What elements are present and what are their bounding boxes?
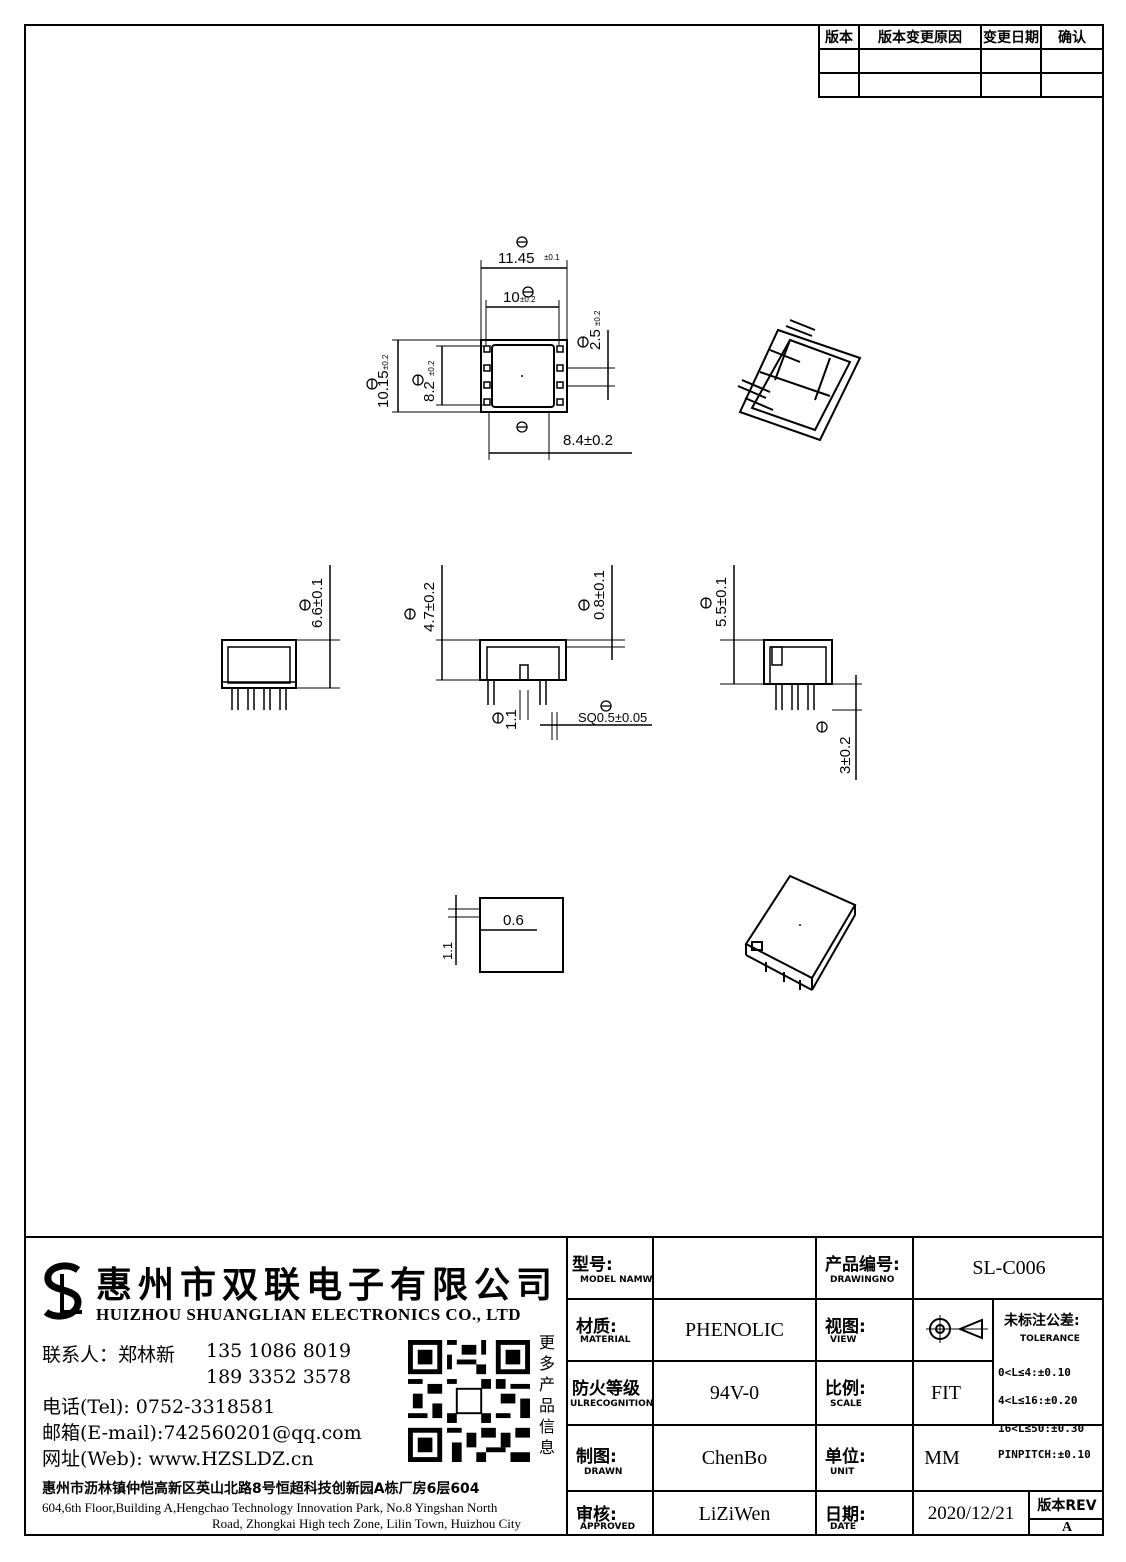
address-en-line2: Road, Zhongkai High tech Zone, Lilin Tow… — [212, 1516, 522, 1531]
tolerance-sub: TOLERANCE — [1020, 1334, 1080, 1344]
dim-11-45-tol: ±0.1 — [544, 253, 560, 262]
drawing-frame — [24, 24, 1104, 1536]
unit-value: MM — [924, 1446, 960, 1469]
scale-sub: SCALE — [830, 1399, 862, 1409]
dim-0-8: 0.8±0.1 — [591, 570, 608, 620]
dim-10: 10 — [503, 289, 520, 306]
dim-5-5: 5.5±0.1 — [713, 577, 730, 627]
dim-8-4: 8.4±0.2 — [563, 432, 613, 449]
unit-label: 单位: — [825, 1447, 866, 1467]
projection-symbol-icon — [926, 1315, 988, 1343]
unit-sub: UNIT — [830, 1467, 855, 1477]
dim-11-45: 11.45 — [498, 250, 534, 267]
dim-3: 3±0.2 — [837, 737, 854, 774]
tolerance-2: 4<L≤16:±0.20 — [998, 1394, 1078, 1407]
dim-1-1: 1.1 — [503, 709, 520, 730]
material-label: 材质: — [576, 1317, 617, 1337]
dim-8-2-tol: ±0.2 — [427, 360, 436, 376]
material-sub: MATERIAL — [580, 1335, 631, 1345]
view-sub: VIEW — [830, 1335, 857, 1345]
dim-10-15-tol: ±0.2 — [381, 354, 390, 370]
date-value: 2020/12/21 — [927, 1503, 1015, 1524]
drawingno-value: SL-C006 — [972, 1256, 1046, 1279]
drawn-value: ChenBo — [701, 1446, 768, 1469]
address-cn: 惠州市沥林镇仲恺高新区英山北路8号恒超科技创新园A栋厂房6层604 — [42, 1481, 480, 1497]
rev-header-date: 变更日期 — [980, 24, 1042, 50]
dim-6-6: 6.6±0.1 — [309, 578, 326, 628]
address-en-line1: 604,6th Floor,Building A,Hengchao Techno… — [42, 1500, 498, 1515]
approved-label: 审核: — [576, 1505, 617, 1525]
material-value: PHENOLIC — [685, 1318, 784, 1341]
model-label: 型号: — [572, 1255, 613, 1275]
dim-8-2: 8.2 — [421, 381, 438, 402]
dim-10-tol: ±0.2 — [520, 295, 536, 304]
drawn-sub: DRAWN — [584, 1467, 623, 1477]
tolerance-4: PINPITCH:±0.10 — [998, 1448, 1091, 1461]
drawingno-label: 产品编号: — [825, 1255, 900, 1275]
drawingno-sub: DRAWINGNO — [830, 1275, 895, 1285]
dim-2-5-tol: ±0.2 — [593, 310, 602, 326]
contact-person: 联系人：郑林新 — [42, 1344, 176, 1366]
dim-0-6: 0.6 — [503, 912, 524, 929]
date-sub: DATE — [830, 1522, 857, 1532]
contact-email: 邮箱(E-mail):742560201@qq.com — [42, 1422, 362, 1444]
dim-1-1-pin: 1.1 — [440, 942, 455, 960]
qr-code-icon[interactable] — [408, 1340, 530, 1462]
dim-sq0-5: SQ0.5±0.05 — [578, 710, 647, 725]
technical-drawing: 11.45 ±0.1 10 ±0.2 2.5 ±0.2 10.15 ±0.2 8… — [221, 236, 862, 991]
rev-header-confirm: 确认 — [1040, 24, 1104, 50]
revision-table: 版本 版本变更原因 变更日期 确认 — [818, 24, 1104, 98]
approved-sub: APPROVED — [580, 1522, 636, 1532]
contact-tel: 电话(Tel): 0752-3318581 — [42, 1396, 276, 1418]
contact-web: 网址(Web): www.HZSLDZ.cn — [42, 1448, 314, 1470]
dim-4-7: 4.7±0.2 — [421, 582, 438, 632]
drawn-label: 制图: — [576, 1447, 617, 1467]
rev-header-version: 版本 — [818, 24, 860, 50]
scale-label: 比例: — [825, 1379, 866, 1399]
fire-sub: ULRECOGNITION — [570, 1399, 654, 1409]
dim-2-5: 2.5 — [587, 329, 604, 350]
contact-phone-1: 135 1086 8019 — [206, 1340, 352, 1362]
tolerance-3: 16<L≤50:±0.30 — [998, 1422, 1085, 1435]
fire-label: 防火等级 — [572, 1379, 640, 1399]
scale-value: FIT — [931, 1381, 961, 1404]
model-value — [654, 1238, 815, 1298]
model-sub: MODEL NAMW — [580, 1275, 653, 1285]
fire-value: 94V-0 — [709, 1381, 760, 1404]
tolerance-label: 未标注公差: — [1004, 1313, 1080, 1329]
dim-10-15: 10.15 — [375, 370, 392, 408]
rev-label: 版本REV — [1037, 1498, 1097, 1514]
company-name-cn: 惠州市双联电子有限公司 — [96, 1264, 559, 1306]
rev-value: A — [1061, 1520, 1073, 1535]
view-label: 视图: — [825, 1317, 866, 1337]
contact-phone-2: 189 3352 3578 — [206, 1366, 352, 1388]
tolerance-1: 0<L≤4:±0.10 — [998, 1366, 1071, 1379]
company-name-en: HUIZHOU SHUANGLIAN ELECTRONICS CO., LTD — [96, 1305, 522, 1324]
qr-caption: 更多产品信息 — [538, 1333, 555, 1457]
rev-header-reason: 版本变更原因 — [858, 24, 982, 50]
approved-value: LiZiWen — [698, 1502, 771, 1525]
company-logo — [43, 1262, 82, 1320]
date-label: 日期: — [825, 1505, 866, 1525]
